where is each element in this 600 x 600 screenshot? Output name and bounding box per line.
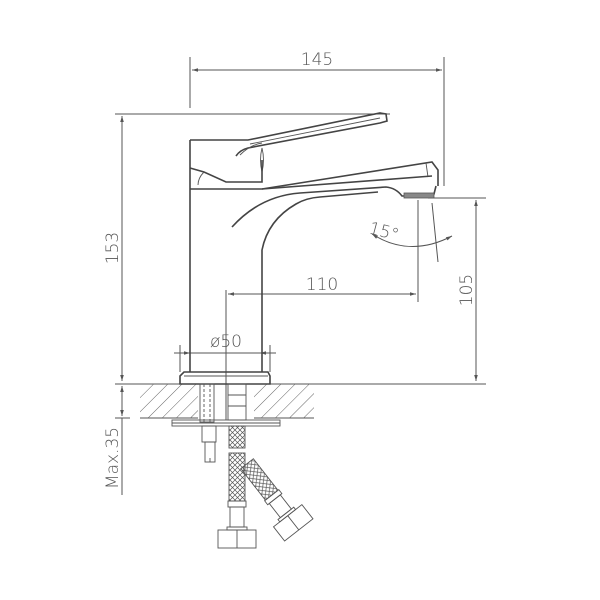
faucet-base bbox=[179, 371, 271, 385]
dim-label-105: 105 bbox=[457, 274, 477, 306]
countertop-section bbox=[115, 383, 486, 419]
dimension-height-105: 105 bbox=[428, 197, 486, 381]
dimension-diameter-50: ø50 bbox=[174, 332, 276, 372]
dim-label-max35: Max.35 bbox=[103, 427, 123, 489]
dim-label-145: 145 bbox=[301, 50, 333, 70]
dim-label-110: 110 bbox=[306, 275, 338, 295]
dimension-angle-15: 15° bbox=[367, 202, 453, 263]
braided-hoses bbox=[217, 425, 314, 549]
dim-label-15: 15° bbox=[367, 219, 401, 246]
dim-label-50: ø50 bbox=[210, 332, 242, 352]
dimension-reach-110: 110 bbox=[225, 200, 419, 420]
dimension-width-145: 145 bbox=[189, 50, 445, 186]
dimension-height-153: 153 bbox=[103, 113, 390, 381]
faucet-body bbox=[189, 112, 439, 372]
dim-label-153: 153 bbox=[103, 232, 123, 264]
dimension-max-35: Max.35 bbox=[103, 383, 130, 495]
mounting-hardware bbox=[171, 383, 281, 463]
